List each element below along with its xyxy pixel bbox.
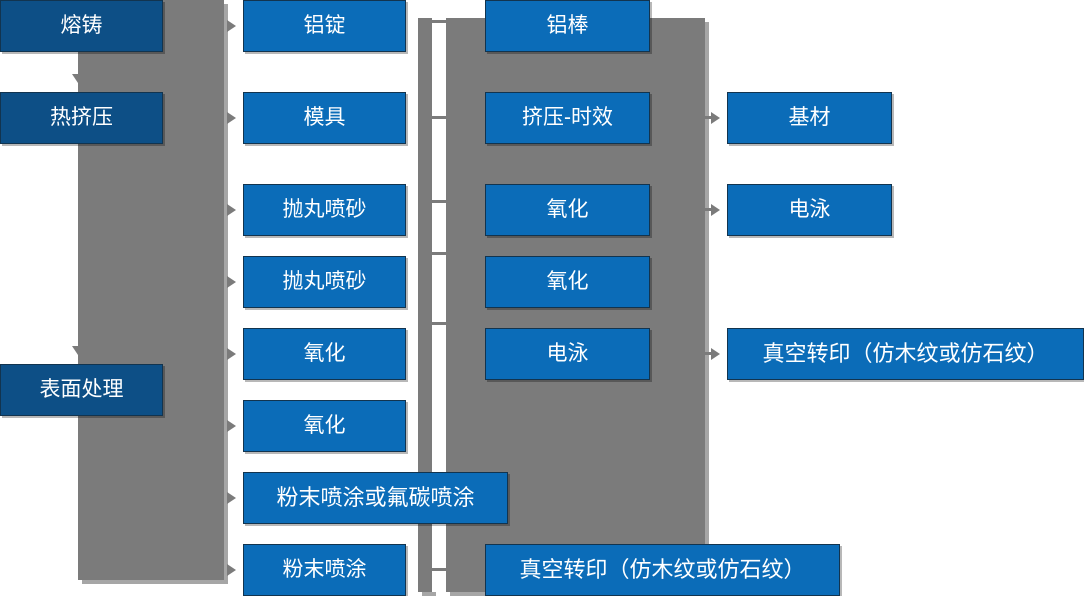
process-box-base-material[interactable]: 基材 — [727, 92, 892, 144]
process-label-shot-blasting-1: 抛丸喷砂 — [282, 198, 367, 222]
arrow-to-c2-8-icon — [227, 564, 236, 576]
process-label-electrophoresis-c4: 电泳 — [788, 198, 831, 222]
arrow-to-c2-4-icon — [227, 276, 236, 288]
arrow-to-c4-base-material-icon — [711, 112, 720, 124]
process-box-electrophoresis-c4[interactable]: 电泳 — [727, 184, 892, 236]
process-label-mould: 模具 — [303, 106, 346, 130]
process-box-oxidation-c3-2[interactable]: 氧化 — [485, 256, 650, 308]
process-box-vacuum-transfer-c4[interactable]: 真空转印（仿木纹或仿石纹） — [727, 328, 1084, 380]
process-label-oxidation-c2-2: 氧化 — [303, 414, 346, 438]
stage-label-hot-extrusion: 热挤压 — [50, 106, 113, 130]
connector-stub-surface-treatment — [163, 388, 224, 391]
process-label-oxidation-c3-2: 氧化 — [546, 270, 589, 294]
stage-box-surface-treatment[interactable]: 表面处理 — [0, 364, 163, 416]
tie-line-1 — [432, 20, 448, 23]
process-box-powder-coating[interactable]: 粉末喷涂 — [243, 544, 406, 596]
arrow-melt-to-extrusion-icon — [72, 74, 84, 83]
process-box-shot-blasting-2[interactable]: 抛丸喷砂 — [243, 256, 406, 308]
process-label-oxidation-c3-1: 氧化 — [546, 198, 589, 222]
tie-line-3 — [432, 200, 448, 203]
arrow-to-c2-3-icon — [227, 204, 236, 216]
arrow-to-c2-7-icon — [227, 492, 236, 504]
process-label-base-material: 基材 — [788, 106, 831, 130]
connector-channel-white — [432, 18, 446, 592]
process-label-aluminum-ingot: 铝锭 — [303, 14, 346, 38]
tie-line-2 — [432, 116, 448, 119]
process-label-oxidation-c2-1: 氧化 — [303, 342, 346, 366]
process-box-powder-or-pvdf-coating[interactable]: 粉末喷涂或氟碳喷涂 — [243, 472, 508, 524]
arrow-to-c2-1-icon — [227, 20, 236, 32]
process-box-oxidation-c2-2[interactable]: 氧化 — [243, 400, 406, 452]
arrow-to-c2-2-icon — [227, 112, 236, 124]
arrow-to-c4-vacuum-transfer-icon — [711, 348, 720, 360]
stage-box-hot-extrusion[interactable]: 热挤压 — [0, 92, 163, 144]
arrow-stem-to-c4-3 — [705, 352, 715, 355]
process-label-vacuum-transfer-c3: 真空转印（仿木纹或仿石纹） — [519, 556, 806, 582]
process-label-extrusion-aging: 挤压-时效 — [522, 106, 613, 130]
arrow-extrusion-to-surface-icon — [72, 346, 84, 355]
process-box-aluminum-bar[interactable]: 铝棒 — [485, 0, 650, 52]
process-box-aluminum-ingot[interactable]: 铝锭 — [243, 0, 406, 52]
tie-line-5 — [432, 322, 448, 325]
process-label-vacuum-transfer-c4: 真空转印（仿木纹或仿石纹） — [762, 340, 1049, 366]
process-label-electrophoresis-c3: 电泳 — [546, 342, 589, 366]
process-box-oxidation-c2-1[interactable]: 氧化 — [243, 328, 406, 380]
process-label-powder-coating: 粉末喷涂 — [282, 558, 367, 582]
process-label-powder-or-pvdf-coating: 粉末喷涂或氟碳喷涂 — [276, 484, 475, 510]
process-box-oxidation-c3-1[interactable]: 氧化 — [485, 184, 650, 236]
arrow-stem-to-c4-2 — [705, 208, 715, 211]
arrow-to-c4-electrophoresis-icon — [711, 204, 720, 216]
process-label-aluminum-bar: 铝棒 — [546, 14, 589, 38]
connector-trunk-left — [78, 0, 224, 580]
process-box-extrusion-aging[interactable]: 挤压-时效 — [485, 92, 650, 144]
tie-line-6 — [432, 568, 448, 571]
arrow-to-c2-6-icon — [227, 420, 236, 432]
process-box-vacuum-transfer-c3[interactable]: 真空转印（仿木纹或仿石纹） — [485, 544, 840, 596]
stage-label-surface-treatment: 表面处理 — [39, 378, 124, 402]
tie-line-4 — [432, 252, 448, 255]
process-box-mould[interactable]: 模具 — [243, 92, 406, 144]
stage-label-melt-cast: 熔铸 — [60, 14, 103, 38]
arrow-stem-to-c4-1 — [705, 116, 715, 119]
stage-box-melt-cast[interactable]: 熔铸 — [0, 0, 163, 52]
connector-bar-mid — [418, 18, 432, 592]
process-label-shot-blasting-2: 抛丸喷砂 — [282, 270, 367, 294]
process-box-electrophoresis-c3[interactable]: 电泳 — [485, 328, 650, 380]
arrow-to-c2-5-icon — [227, 348, 236, 360]
process-box-shot-blasting-1[interactable]: 抛丸喷砂 — [243, 184, 406, 236]
